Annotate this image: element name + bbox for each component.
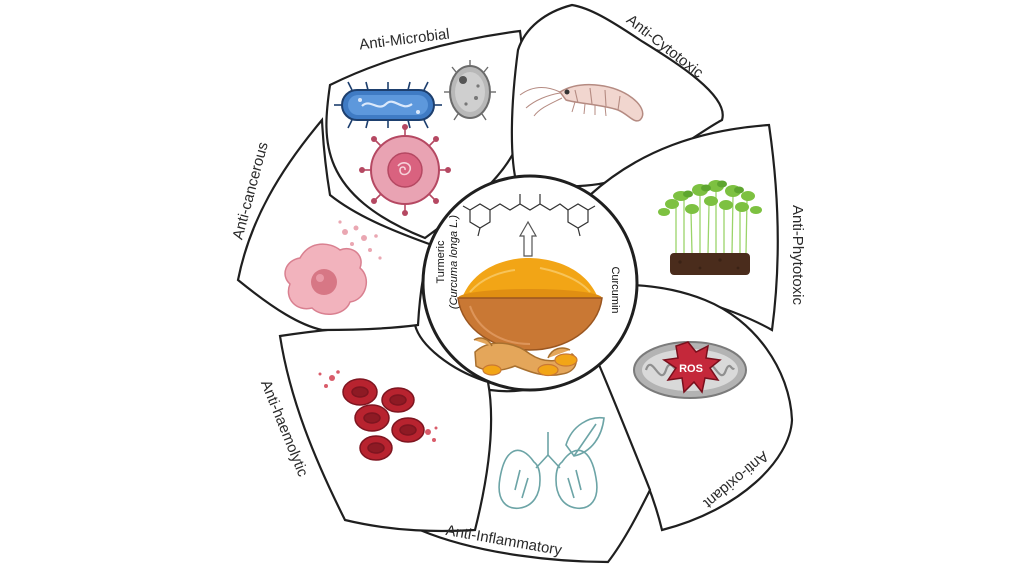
blood-cells-icon <box>318 370 438 461</box>
cancer-cell-icon <box>284 220 382 315</box>
turmeric-latin-label: (Curcuma longa L.) <box>448 215 460 309</box>
curcumin-structure-icon <box>462 194 596 237</box>
lungs-icon <box>498 416 605 509</box>
bacteria-icon <box>334 81 442 129</box>
protozoa-icon <box>444 60 496 121</box>
curcumin-label: Curcumin <box>609 266 621 313</box>
turmeric-root-icon <box>473 337 578 377</box>
virus-icon <box>359 124 451 216</box>
ros-label: ROS <box>679 363 703 375</box>
arrow-up-icon <box>518 220 538 257</box>
shrimp-icon <box>519 83 644 122</box>
sprouts-icon <box>658 180 762 275</box>
turmeric-label: Turmeric <box>435 240 447 283</box>
label-anti-phytotoxic: Anti-Phytotoxic <box>789 205 806 306</box>
turmeric-bowl-icon <box>457 258 603 351</box>
ros-burst-icon: ROS <box>661 341 722 394</box>
